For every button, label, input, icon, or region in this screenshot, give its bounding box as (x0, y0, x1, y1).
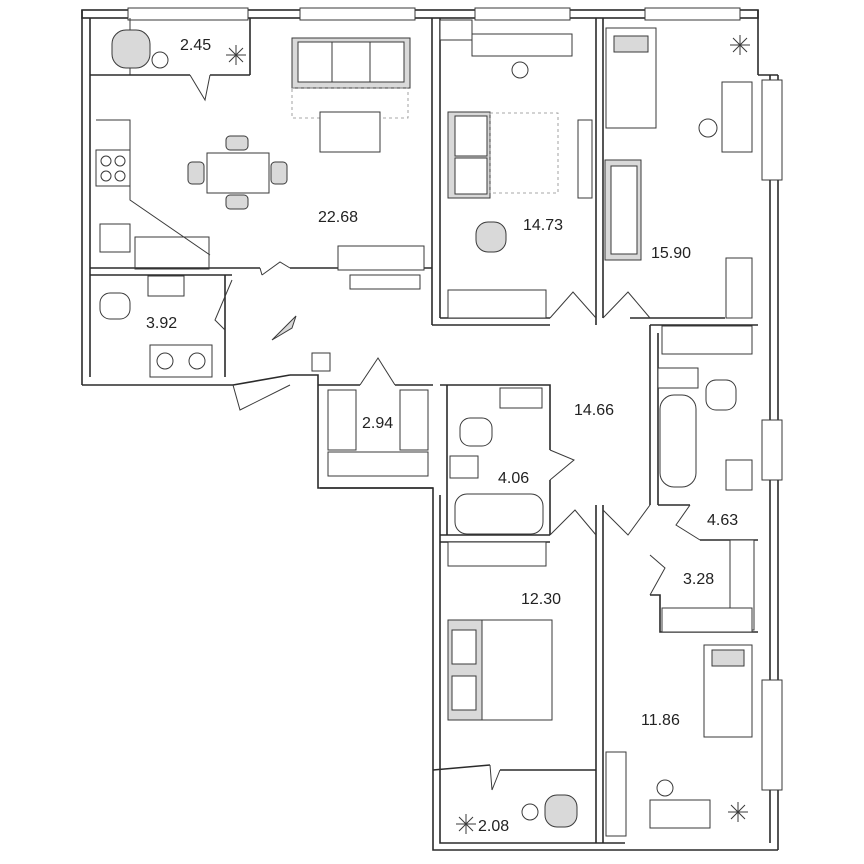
area-label-bedroom-center: 14.73 (523, 217, 563, 234)
wardrobe-icon (577, 119, 593, 199)
plant-icon (730, 35, 750, 55)
sink-icon (449, 455, 479, 479)
armchair-icon (475, 221, 507, 253)
area-label-storage: 2.94 (362, 415, 393, 432)
desk-icon (721, 81, 753, 153)
wardrobe-icon (661, 325, 753, 355)
dining-table-icon (206, 152, 270, 194)
shelving-icon (327, 451, 429, 477)
dog-icon (271, 315, 297, 341)
lower-furniture (447, 541, 753, 837)
bathtub-icon (454, 493, 544, 535)
side-table-icon (521, 803, 539, 821)
door-swings (189, 74, 701, 791)
desk-icon (649, 799, 711, 829)
kitchen-sink-icon (99, 223, 131, 253)
coffee-table-icon (319, 111, 381, 153)
washer-icon (149, 344, 213, 378)
bedroom-right-furniture (604, 27, 753, 355)
stove-icon (95, 149, 131, 187)
armchair-icon (544, 794, 578, 828)
area-label-balcony-bottom: 2.08 (478, 818, 509, 835)
wardrobe-icon (725, 257, 753, 319)
side-table-icon (151, 51, 169, 69)
area-label-bedroom-bottom: 12.30 (521, 591, 561, 608)
area-label-bathroom-left: 3.92 (146, 315, 177, 332)
bathtub-icon (659, 394, 697, 488)
windows (127, 7, 783, 791)
plant-icon (456, 814, 476, 834)
area-label-bathroom-right: 4.63 (707, 512, 738, 529)
wardrobe-icon (447, 289, 547, 319)
toilet-icon (459, 417, 493, 447)
tv-stand-icon (337, 245, 425, 271)
wardrobe-icon (661, 607, 753, 633)
area-label-living-kitchen: 22.68 (318, 209, 358, 226)
living-furniture (95, 29, 425, 290)
electrical-panel-icon (311, 352, 331, 372)
area-label-hall: 14.66 (574, 402, 614, 419)
toilet-icon (99, 292, 131, 320)
area-label-kids-room: 11.86 (641, 712, 680, 729)
plant-icon (728, 802, 748, 822)
bedroom-center-furniture (439, 19, 593, 319)
wardrobe-icon (447, 541, 547, 567)
sink-icon (147, 275, 185, 297)
area-label-bedroom-right: 15.90 (651, 245, 691, 262)
bathroom-furniture (99, 275, 753, 535)
shelving-icon (327, 389, 357, 451)
area-labels: 2.45 22.68 14.73 15.90 3.92 2.94 14.66 4… (146, 37, 738, 835)
shelving-icon (399, 389, 429, 451)
storage-furniture (271, 315, 755, 633)
area-label-balcony-top: 2.45 (180, 37, 211, 54)
area-label-bathroom-center: 4.06 (498, 470, 529, 487)
sink-icon (725, 459, 753, 491)
armchair-icon (111, 29, 151, 69)
desk-icon (471, 33, 573, 57)
plant-icon (226, 45, 246, 65)
toilet-icon (705, 379, 737, 411)
area-label-closet: 3.28 (683, 571, 714, 588)
shelving-icon (605, 751, 627, 837)
